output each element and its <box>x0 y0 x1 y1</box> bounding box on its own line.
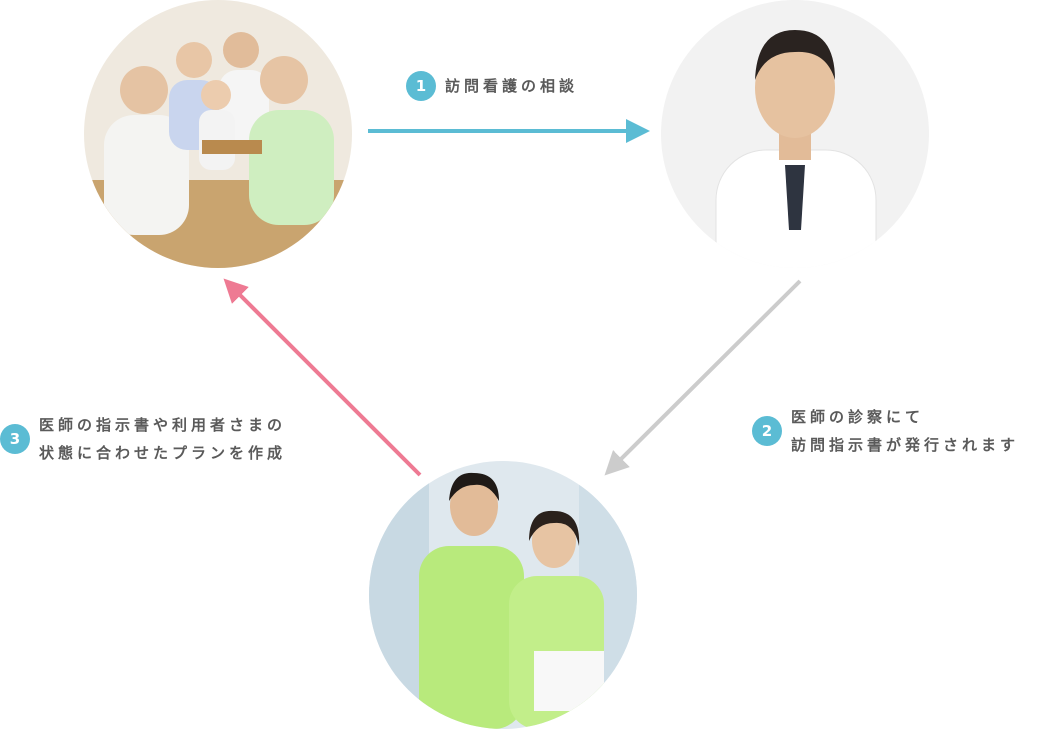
step-3-line-2: 状態に合わせたプランを作成 <box>39 444 287 462</box>
arrow-instruction <box>604 279 802 476</box>
step-number-badge: 3 <box>0 424 30 454</box>
step-2: 2 医師の診察にて 訪問指示書が発行されます <box>752 403 1019 459</box>
step-3-line-1: 医師の指示書や利用者さまの <box>39 416 287 434</box>
nurses-photo <box>369 461 637 729</box>
step-2-line-2: 訪問指示書が発行されます <box>791 436 1020 454</box>
step-number-badge: 2 <box>752 416 782 446</box>
step-1: 1 訪問看護の相談 <box>406 71 578 101</box>
doctor-photo <box>661 0 929 268</box>
family-photo <box>84 0 352 268</box>
step-1-text: 訪問看護の相談 <box>445 77 579 95</box>
step-number-badge: 1 <box>406 71 436 101</box>
arrow-plan <box>223 278 422 477</box>
step-3: 3 医師の指示書や利用者さまの 状態に合わせたプランを作成 <box>0 411 286 467</box>
step-2-line-1: 医師の診察にて <box>791 408 925 426</box>
